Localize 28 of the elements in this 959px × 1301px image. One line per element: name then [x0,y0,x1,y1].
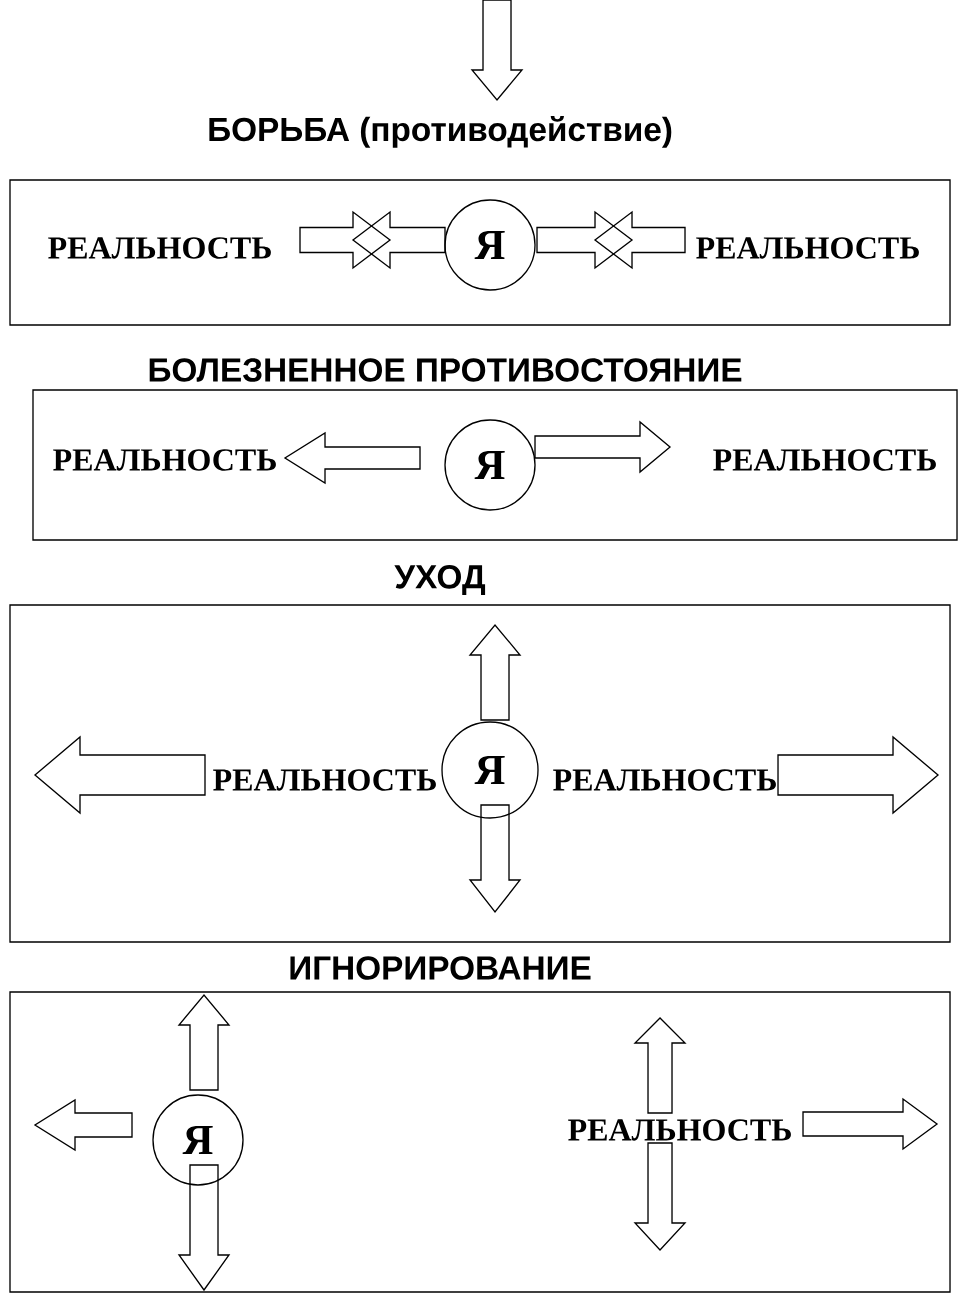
reality-label: РЕАЛЬНОСТЬ [713,449,936,471]
block-arrow [777,735,940,815]
reality-label: РЕАЛЬНОСТЬ [48,237,271,259]
heading: БОРЬБА (противодействие) [209,116,672,148]
block-arrow [468,623,522,721]
reality-label: РЕАЛЬНОСТЬ [568,1119,791,1141]
reality-label: РЕАЛЬНОСТЬ [213,769,436,791]
block-arrow [33,1098,133,1152]
reality-label: РЕАЛЬНОСТЬ [553,769,776,791]
reality-label: РЕАЛЬНОСТЬ [696,237,919,259]
block-arrow [536,210,634,270]
block-arrow [283,431,421,485]
heading: БОЛЕЗНЕННОЕ ПРОТИВОСТОЯНИЕ [149,358,742,382]
reality-label: РЕАЛЬНОСТЬ [53,449,276,471]
block-arrow [33,735,206,815]
block-arrow [470,0,524,101]
block-arrow [177,1164,231,1292]
block-arrow [802,1097,939,1151]
block-arrow [593,210,686,270]
heading: ИГНОРИРОВАНИЕ [290,956,591,980]
block-arrow [633,1017,687,1114]
block-arrow [351,210,446,270]
block-arrow [468,804,522,914]
block-arrow [299,210,392,270]
block-arrow [534,420,672,474]
heading: УХОД [394,565,486,595]
block-arrow [177,993,231,1091]
block-arrow [633,1142,687,1251]
